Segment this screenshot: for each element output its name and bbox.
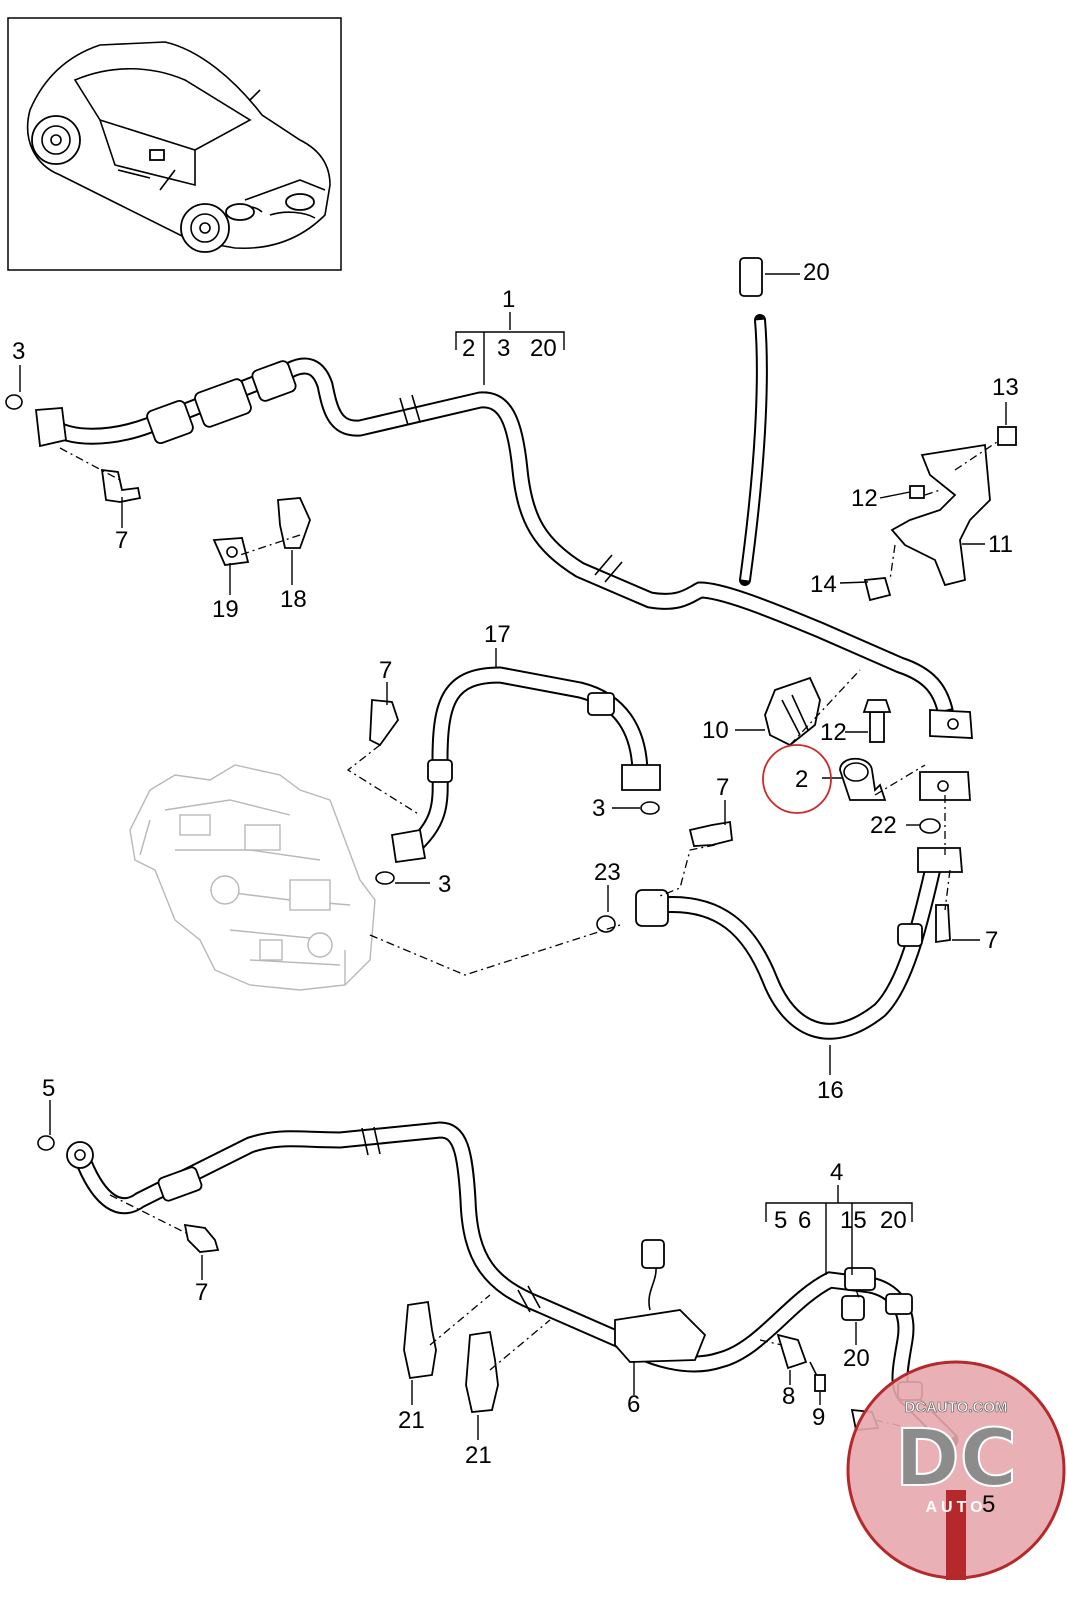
hose-vertical-to-cap: [739, 257, 768, 586]
part-18-19-clips: [212, 497, 311, 566]
callout-20: 20: [843, 1345, 870, 1372]
callout-11: 11: [988, 531, 1013, 558]
watermark-logo-letters: DC: [895, 1414, 1017, 1504]
callout-15: 15: [840, 1207, 867, 1234]
compressor-ghost-outline: [129, 764, 376, 991]
watermark-logo-word: AUTO: [925, 1499, 986, 1516]
callout-4: 4: [830, 1159, 843, 1186]
part-10-clip: [764, 676, 821, 747]
callout-7: 7: [115, 527, 128, 554]
callout-2: 2: [795, 766, 808, 793]
callout-6: 6: [798, 1207, 811, 1234]
callout-13: 13: [992, 374, 1019, 401]
callout-3: 3: [497, 335, 510, 362]
o-rings: [5, 394, 941, 1151]
callout-22: 22: [870, 812, 897, 839]
callout-20: 20: [530, 335, 557, 362]
leader-lines: [19, 273, 1007, 1440]
callout-12: 12: [820, 719, 847, 746]
part-11-bracket: [863, 426, 1017, 602]
callout-19: 19: [212, 596, 239, 623]
callout-18: 18: [280, 586, 307, 613]
part-12-screw: [862, 699, 892, 743]
callout-9: 9: [812, 1404, 825, 1431]
part-2-clamp: [839, 757, 887, 801]
callout-7: 7: [716, 774, 729, 801]
hose-line-17: [390, 666, 661, 864]
callout-5: 5: [774, 1207, 787, 1234]
callout-8: 8: [782, 1383, 795, 1410]
hose-line-1: [35, 357, 973, 739]
callout-2: 2: [462, 335, 475, 362]
part-6-sensor: [614, 1239, 707, 1363]
callout-5: 5: [42, 1075, 55, 1102]
callout-14: 14: [810, 571, 837, 598]
callout-23: 23: [594, 859, 621, 886]
callout-20: 20: [880, 1207, 907, 1234]
callout-7: 7: [985, 927, 998, 954]
part-21-clips: [403, 1300, 499, 1413]
callout-20: 20: [803, 259, 830, 286]
callout-17: 17: [484, 621, 511, 648]
watermark-logo: DCAUTO.COM DC AUTO 5: [846, 1360, 1066, 1580]
callout-3: 3: [438, 871, 451, 898]
callout-3: 3: [592, 795, 605, 822]
hose-line-16: [635, 771, 971, 1040]
callout-1: 1: [502, 286, 515, 313]
callout-10: 10: [702, 717, 729, 744]
watermark-site-text: DCAUTO.COM: [904, 1399, 1007, 1416]
callout-21: 21: [398, 1407, 425, 1434]
callout-5: 5: [982, 1491, 995, 1518]
callout-21: 21: [465, 1442, 492, 1469]
callout-3: 3: [12, 338, 25, 365]
callout-12: 12: [851, 485, 878, 512]
callout-16: 16: [817, 1077, 844, 1104]
callout-7: 7: [195, 1279, 208, 1306]
callout-labels: 1 2 3 20 20 3 7 19 18 13 12 11 14 17 7 1…: [12, 259, 1019, 1469]
vehicle-thumbnail: [7, 17, 342, 271]
highlight-circle: [762, 744, 832, 814]
hose-line-4: [66, 1121, 959, 1449]
callout-7: 7: [379, 657, 392, 684]
part-8-9-15-20-bottom: [776, 1295, 865, 1392]
callout-6: 6: [627, 1391, 640, 1418]
